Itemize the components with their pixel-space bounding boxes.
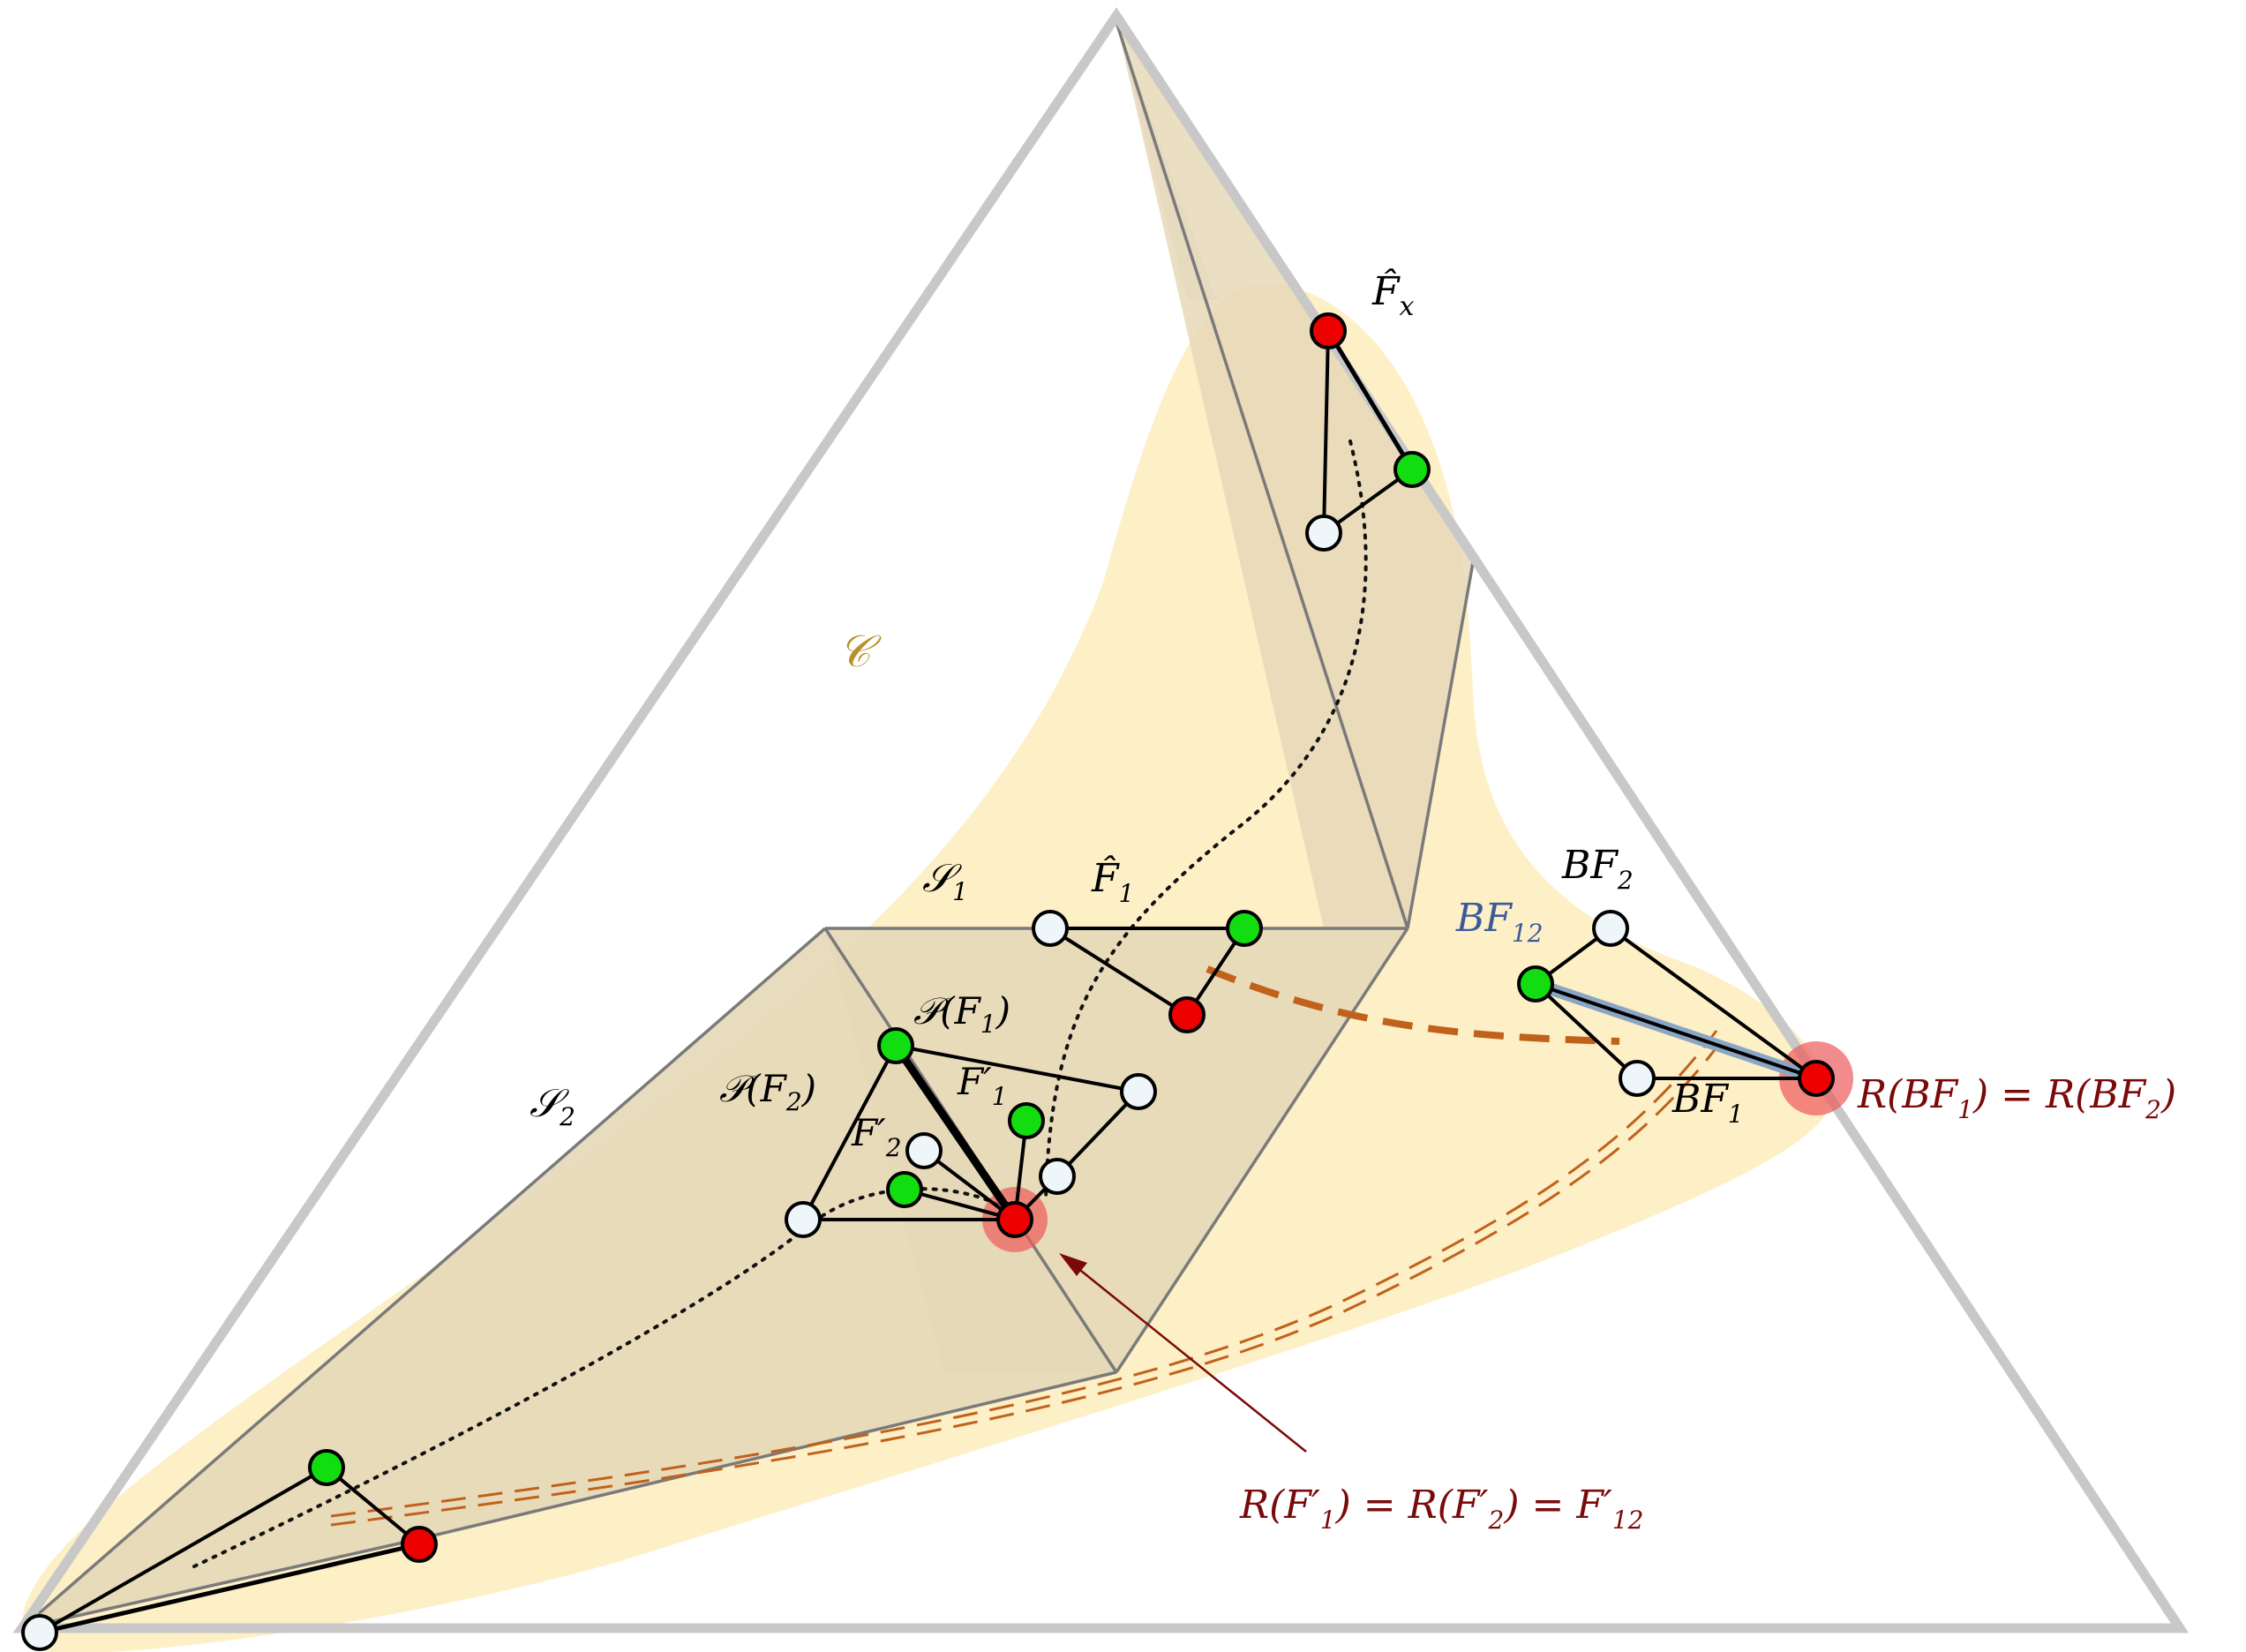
node-green-bottom (308, 1449, 345, 1486)
node-white-p-f1 (1120, 1073, 1157, 1110)
bf12-edge (1535, 982, 1817, 1080)
node-white-bf1 (1619, 1060, 1656, 1097)
node-red-fx (1310, 312, 1347, 349)
node-red-f12 (996, 1201, 1033, 1238)
node-red-bf (1798, 1060, 1835, 1097)
label-p-f2: 𝒫(F2) (719, 1067, 816, 1116)
label-fx-hat: F̂x (1371, 267, 1415, 322)
label-f1-hat: F̂1 (1091, 854, 1134, 908)
label-c: 𝒞 (838, 626, 882, 677)
label-r-bf: R(BF1) = R(BF2) (1857, 1072, 2176, 1124)
node-white-f2prime (905, 1132, 943, 1169)
node-green-f2prime (886, 1171, 923, 1208)
node-green-f1hat (1226, 910, 1263, 947)
label-r-f: R(F′1) = R(F′2) = F′12 (1239, 1483, 1643, 1535)
node-white-f1hat (1032, 910, 1069, 947)
thick-edge-p-f1 (892, 1043, 1018, 1222)
node-green-fx (1393, 451, 1431, 488)
node-white-f1prime (1039, 1158, 1076, 1195)
label-f1-prime: F′1 (957, 1060, 1008, 1111)
simplex-upper (1116, 22, 1474, 928)
label-s2: 𝒮2 (530, 1081, 575, 1131)
node-green-p-f1 (877, 1027, 914, 1064)
label-p-f1: 𝒫(F1) (913, 989, 1010, 1039)
fx-edge (1326, 329, 1415, 471)
simplex-s2 (22, 928, 1116, 1628)
node-green-f1prime (1008, 1102, 1045, 1139)
bottom-edge (39, 1542, 420, 1635)
nodes (21, 312, 1835, 1651)
node-red-bottom (401, 1526, 438, 1563)
outer-triangle (12, 7, 2190, 1633)
arrow-head (1059, 1253, 1087, 1276)
node-green-bf12 (1517, 965, 1554, 1002)
label-f2-prime: F′2 (851, 1111, 902, 1162)
node-white-fx (1305, 514, 1342, 552)
double-dashed-link (330, 1030, 1727, 1527)
label-bf12: BF12 (1455, 896, 1544, 948)
node-white-p-f2 (785, 1201, 822, 1238)
arrow-line (1071, 1263, 1307, 1453)
node-white-bf2 (1592, 910, 1629, 947)
dashed-bf-link (1206, 965, 1620, 1045)
label-bf2: BF2 (1561, 843, 1634, 895)
node-white-corner (21, 1614, 58, 1651)
label-bf1: BF1 (1671, 1077, 1744, 1129)
node-red-f1hat (1168, 996, 1206, 1033)
dotted-paths (192, 439, 1368, 1568)
